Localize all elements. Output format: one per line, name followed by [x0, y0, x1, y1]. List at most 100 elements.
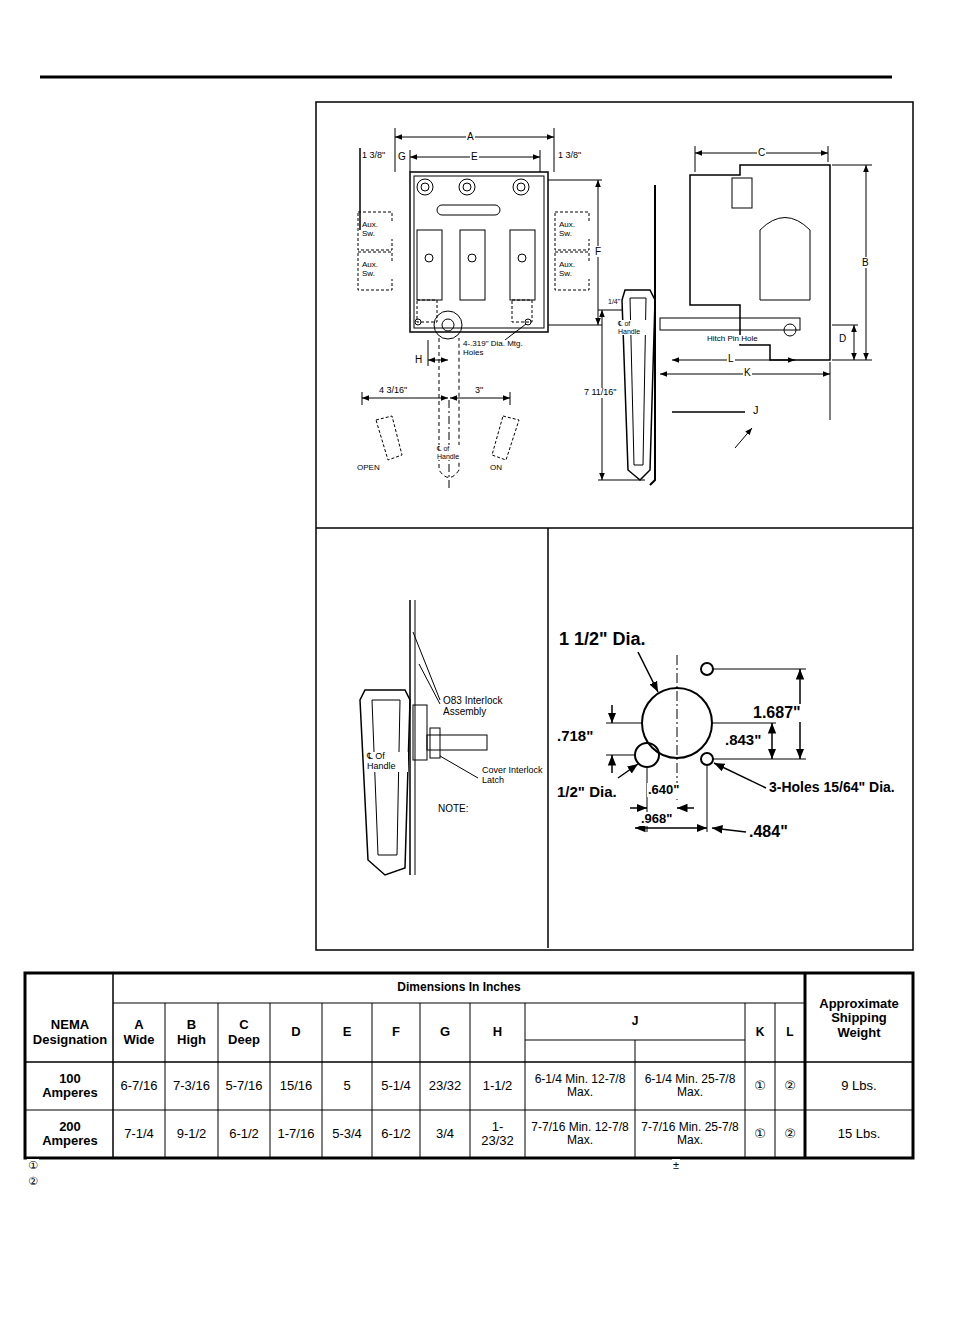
- drawing-line: [25, 1061, 913, 1063]
- table-cell: 7-3/16: [165, 1062, 218, 1110]
- drawing-line: [218, 1003, 219, 1158]
- dimension-label: 3-Holes 15/64" Dia.: [768, 780, 912, 795]
- drawing-circle: [463, 183, 471, 191]
- table-cell: 1-1/2: [470, 1062, 525, 1110]
- table-cell: 1-23/32: [470, 1110, 525, 1158]
- table-header: J: [525, 1003, 745, 1040]
- drawing-line: [630, 807, 647, 809]
- drawing-rect: [417, 230, 442, 300]
- table-cell: 1-7/16: [270, 1110, 322, 1158]
- drawing-line: [322, 1003, 323, 1158]
- drawing-line: [25, 1110, 913, 1111]
- drawing-rect: [358, 212, 392, 250]
- drawing-line: [540, 150, 541, 172]
- drawing-line: [712, 828, 746, 832]
- dimension-letter: H: [414, 354, 423, 365]
- table-header: D: [270, 1003, 322, 1062]
- table-cell: ②: [775, 1110, 805, 1158]
- table-header: F: [372, 1003, 420, 1062]
- drawing-line: [672, 411, 745, 413]
- table-cell: 7-7/16 Min. 12-7/8 Max.: [525, 1110, 635, 1158]
- dimension-letter: A: [466, 131, 475, 142]
- drawing-line: [413, 632, 440, 700]
- table-header: G: [420, 1003, 470, 1062]
- drawing-line: [428, 360, 448, 361]
- table-cell: 5-3/4: [322, 1110, 372, 1158]
- drawing-circle: [459, 179, 475, 195]
- table-cell: 23/32: [420, 1062, 470, 1110]
- table-cell: 6-1/2: [372, 1110, 420, 1158]
- part-label: Hitch Pin Hole: [706, 335, 759, 344]
- dimension-label: 1 1/2" Dia.: [558, 630, 647, 650]
- table-header: A Wide: [113, 1003, 165, 1062]
- drawing-line: [165, 1003, 166, 1158]
- dimension-letter: B: [861, 257, 870, 268]
- dimension-label: 4 3/16": [378, 386, 408, 396]
- table-cell: 6-7/16: [113, 1062, 165, 1110]
- drawing-circle: [701, 753, 713, 765]
- drawing-line: [828, 146, 829, 162]
- dimension-letter: G: [397, 151, 407, 162]
- drawing-circle: [417, 179, 433, 195]
- table-cell: 6-1/4 Min. 12-7/8 Max.: [525, 1062, 635, 1110]
- drawing-rect: [417, 300, 437, 322]
- drawing-line: [548, 180, 602, 181]
- drawing-path: [360, 690, 410, 875]
- drawing-line: [440, 756, 478, 778]
- drawing-rect: [660, 318, 800, 330]
- drawing-circle: [518, 254, 526, 262]
- drawing-line: [548, 325, 602, 326]
- dimension-label: .968": [640, 812, 673, 826]
- drawing-circle: [513, 179, 529, 195]
- drawing-rect: [25, 973, 913, 1158]
- position-label: ON: [489, 464, 503, 473]
- drawing-line: [677, 807, 694, 809]
- drawing-circle: [784, 324, 796, 336]
- drawing-line: [707, 766, 708, 832]
- switch-label: Aux. Sw.: [558, 221, 590, 239]
- drawing-line: [638, 652, 658, 692]
- drawing-path: [492, 416, 519, 460]
- drawing-circle: [635, 743, 659, 767]
- drawing-rect: [427, 735, 487, 750]
- drawing-rect: [437, 205, 500, 215]
- table-cell: 200 Amperes: [27, 1110, 113, 1158]
- drawing-rect: [413, 705, 427, 760]
- drawing-line: [771, 723, 773, 759]
- dimension-letter: C: [757, 147, 766, 158]
- table-header: Approximate Shipping Weight: [805, 975, 913, 1062]
- footnote-mark: ②: [27, 1175, 39, 1187]
- drawing-path: [760, 218, 810, 301]
- table-header: E: [322, 1003, 372, 1062]
- drawing-circle: [425, 254, 433, 262]
- drawing-line: [611, 705, 613, 723]
- footnote-mark: ①: [27, 1159, 39, 1171]
- note-label: 4-.319" Dia. Mtg. Holes: [462, 340, 526, 358]
- drawing-line: [415, 600, 416, 875]
- table-cell: ①: [745, 1110, 775, 1158]
- drawing-line: [395, 128, 396, 172]
- dimension-label: .484": [748, 823, 789, 841]
- drawing-circle: [434, 311, 462, 339]
- drawing-path: [690, 165, 830, 360]
- drawing-line: [270, 1003, 271, 1158]
- table-cell: 9 Lbs.: [805, 1062, 913, 1110]
- drawing-circle: [701, 663, 713, 675]
- drawing-circle: [415, 319, 421, 325]
- drawing-rect: [555, 212, 589, 250]
- drawing-rect: [732, 178, 752, 208]
- drawing-rect: [410, 172, 548, 332]
- drawing-line: [695, 146, 696, 172]
- dimension-label: 1 3/8": [361, 151, 386, 161]
- table-header: C Deep: [218, 1003, 270, 1062]
- table-header: Dimensions In Inches: [113, 974, 805, 1002]
- drawing-line: [316, 527, 913, 529]
- dimension-label: .718": [556, 728, 594, 745]
- drawing-line: [470, 1003, 471, 1158]
- drawing-circle: [421, 183, 429, 191]
- drawing-line: [618, 764, 638, 778]
- table-cell: 5-1/4: [372, 1062, 420, 1110]
- drawing-circle: [517, 183, 525, 191]
- drawing-line: [410, 150, 411, 172]
